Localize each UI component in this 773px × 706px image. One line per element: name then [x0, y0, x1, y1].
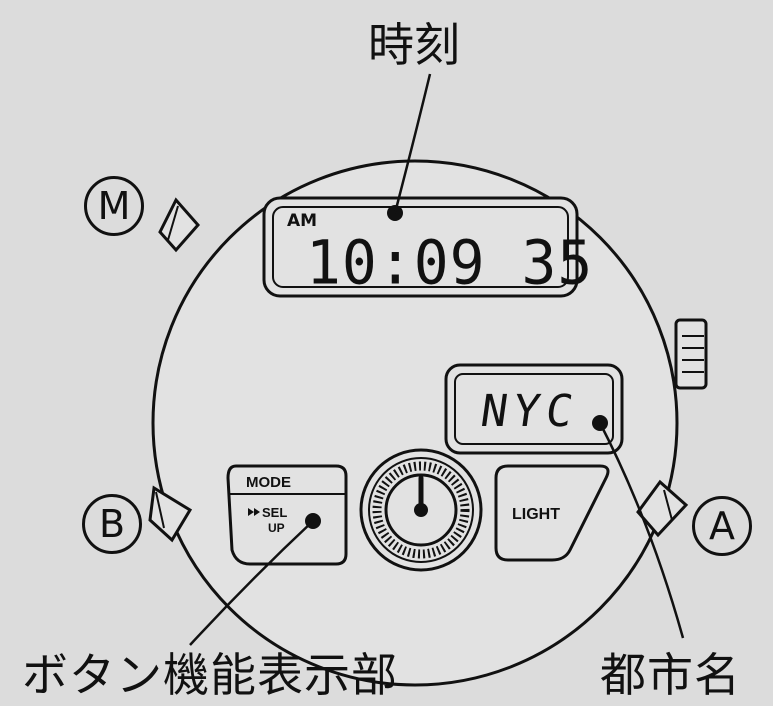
b-button-label: B [82, 494, 142, 554]
light-panel [494, 464, 610, 562]
a-button-label: A [692, 496, 752, 556]
mode-label: MODE [246, 474, 291, 491]
m-pusher[interactable] [158, 197, 200, 253]
button-function-panel [226, 464, 348, 566]
city-readout: NYC [477, 386, 583, 437]
time-label: 時刻 [368, 18, 460, 72]
panel-leader-line [189, 520, 314, 646]
light-label: LIGHT [512, 506, 560, 523]
a-pusher[interactable] [636, 479, 689, 538]
time-readout: 10:09 35 [306, 226, 594, 299]
city-lcd-window [444, 363, 624, 455]
city-sub-dial [359, 448, 483, 572]
city-leader-line [598, 422, 685, 639]
am-indicator: AM [287, 211, 318, 231]
main-lcd-window [262, 196, 579, 298]
button-function-display-label: ボタン機能表示部 [22, 648, 398, 702]
up-label: UP [268, 521, 285, 535]
city-name-label: 都市名 [600, 648, 741, 702]
b-pusher[interactable] [148, 485, 193, 543]
crown[interactable] [674, 318, 708, 390]
m-button-label: M [84, 176, 144, 236]
sel-label: SEL [262, 505, 288, 520]
time-leader-line [393, 73, 432, 214]
